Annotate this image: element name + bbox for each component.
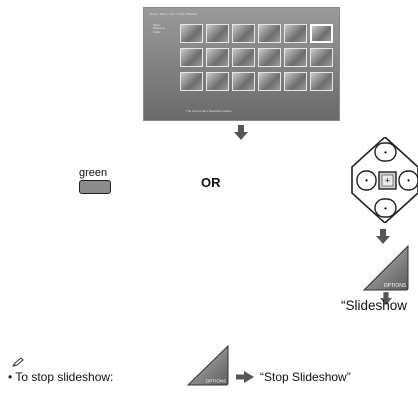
dpad-outline: [351, 137, 418, 223]
options-button-note-label: OPTIONS: [206, 379, 227, 384]
slideshow-menu-item: “Slideshow: [341, 298, 408, 313]
tv-screen: Sony / Sam / Jom / Foto / Basket Photo R…: [143, 7, 340, 121]
tv-screen-footer: The current item Selected position: [186, 109, 232, 113]
photo-thumbnail: [180, 72, 203, 91]
photo-thumbnail: [232, 48, 255, 67]
photo-thumbnail-grid: [180, 24, 336, 94]
tv-side-item: Folder: [153, 30, 161, 34]
photo-thumbnail: [284, 72, 307, 91]
green-button[interactable]: [79, 180, 111, 194]
tv-side-item: Photo: [153, 24, 160, 27]
tv-screen-title: Sony / Sam / Jom / Foto / Basket: [150, 12, 198, 16]
photo-thumbnail: [206, 24, 229, 43]
dpad-remote[interactable]: • • + • •: [343, 137, 418, 223]
options-button[interactable]: OPTIONS: [362, 245, 410, 291]
photo-thumbnail: [232, 72, 255, 91]
down-arrow-icon: [234, 125, 248, 140]
dpad-down-button[interactable]: •: [374, 198, 397, 218]
tv-screen-side-menu: Photo Roseau to Folder: [153, 24, 165, 34]
photo-thumbnail: [284, 24, 307, 43]
photo-thumbnail: [258, 48, 281, 67]
dpad-up-icon: •: [384, 148, 387, 157]
right-arrow-icon: [236, 371, 254, 383]
dpad-down-icon: •: [384, 204, 387, 213]
dpad-right-icon: •: [407, 176, 410, 185]
photo-thumbnail: [310, 48, 333, 67]
options-button-label: OPTIONS: [384, 283, 407, 289]
photo-thumbnail: [310, 72, 333, 91]
tv-side-item: Roseau to: [153, 27, 165, 31]
down-arrow-icon: [380, 292, 392, 305]
photo-thumbnail: [232, 24, 255, 43]
green-button-label: green: [79, 167, 108, 179]
note-text: To stop slideshow:: [15, 370, 114, 384]
stop-slideshow-menu-item: “Stop Slideshow”: [260, 370, 351, 384]
note-stop-instruction: • To stop slideshow:: [8, 370, 113, 384]
dpad-center-button[interactable]: +: [378, 171, 397, 190]
photo-thumbnail: [284, 48, 307, 67]
photo-thumbnail: [206, 48, 229, 67]
or-label: OR: [201, 175, 221, 190]
down-arrow-icon: [376, 229, 390, 244]
photo-thumbnail: [258, 72, 281, 91]
bullet: •: [8, 370, 13, 384]
dpad-left-icon: •: [365, 176, 368, 185]
photo-thumbnail: [180, 48, 203, 67]
dpad-left-button[interactable]: •: [356, 170, 377, 191]
photo-thumbnail: [206, 72, 229, 91]
photo-thumbnail: [180, 24, 203, 43]
options-button-note[interactable]: OPTIONS: [186, 345, 230, 386]
dpad-up-button[interactable]: •: [374, 142, 397, 162]
dpad-center-icon: +: [385, 176, 390, 186]
photo-thumbnail-selected: [310, 24, 333, 43]
photo-thumbnail: [258, 24, 281, 43]
note-pencil-icon: [12, 357, 24, 367]
dpad-right-button[interactable]: •: [398, 170, 418, 191]
